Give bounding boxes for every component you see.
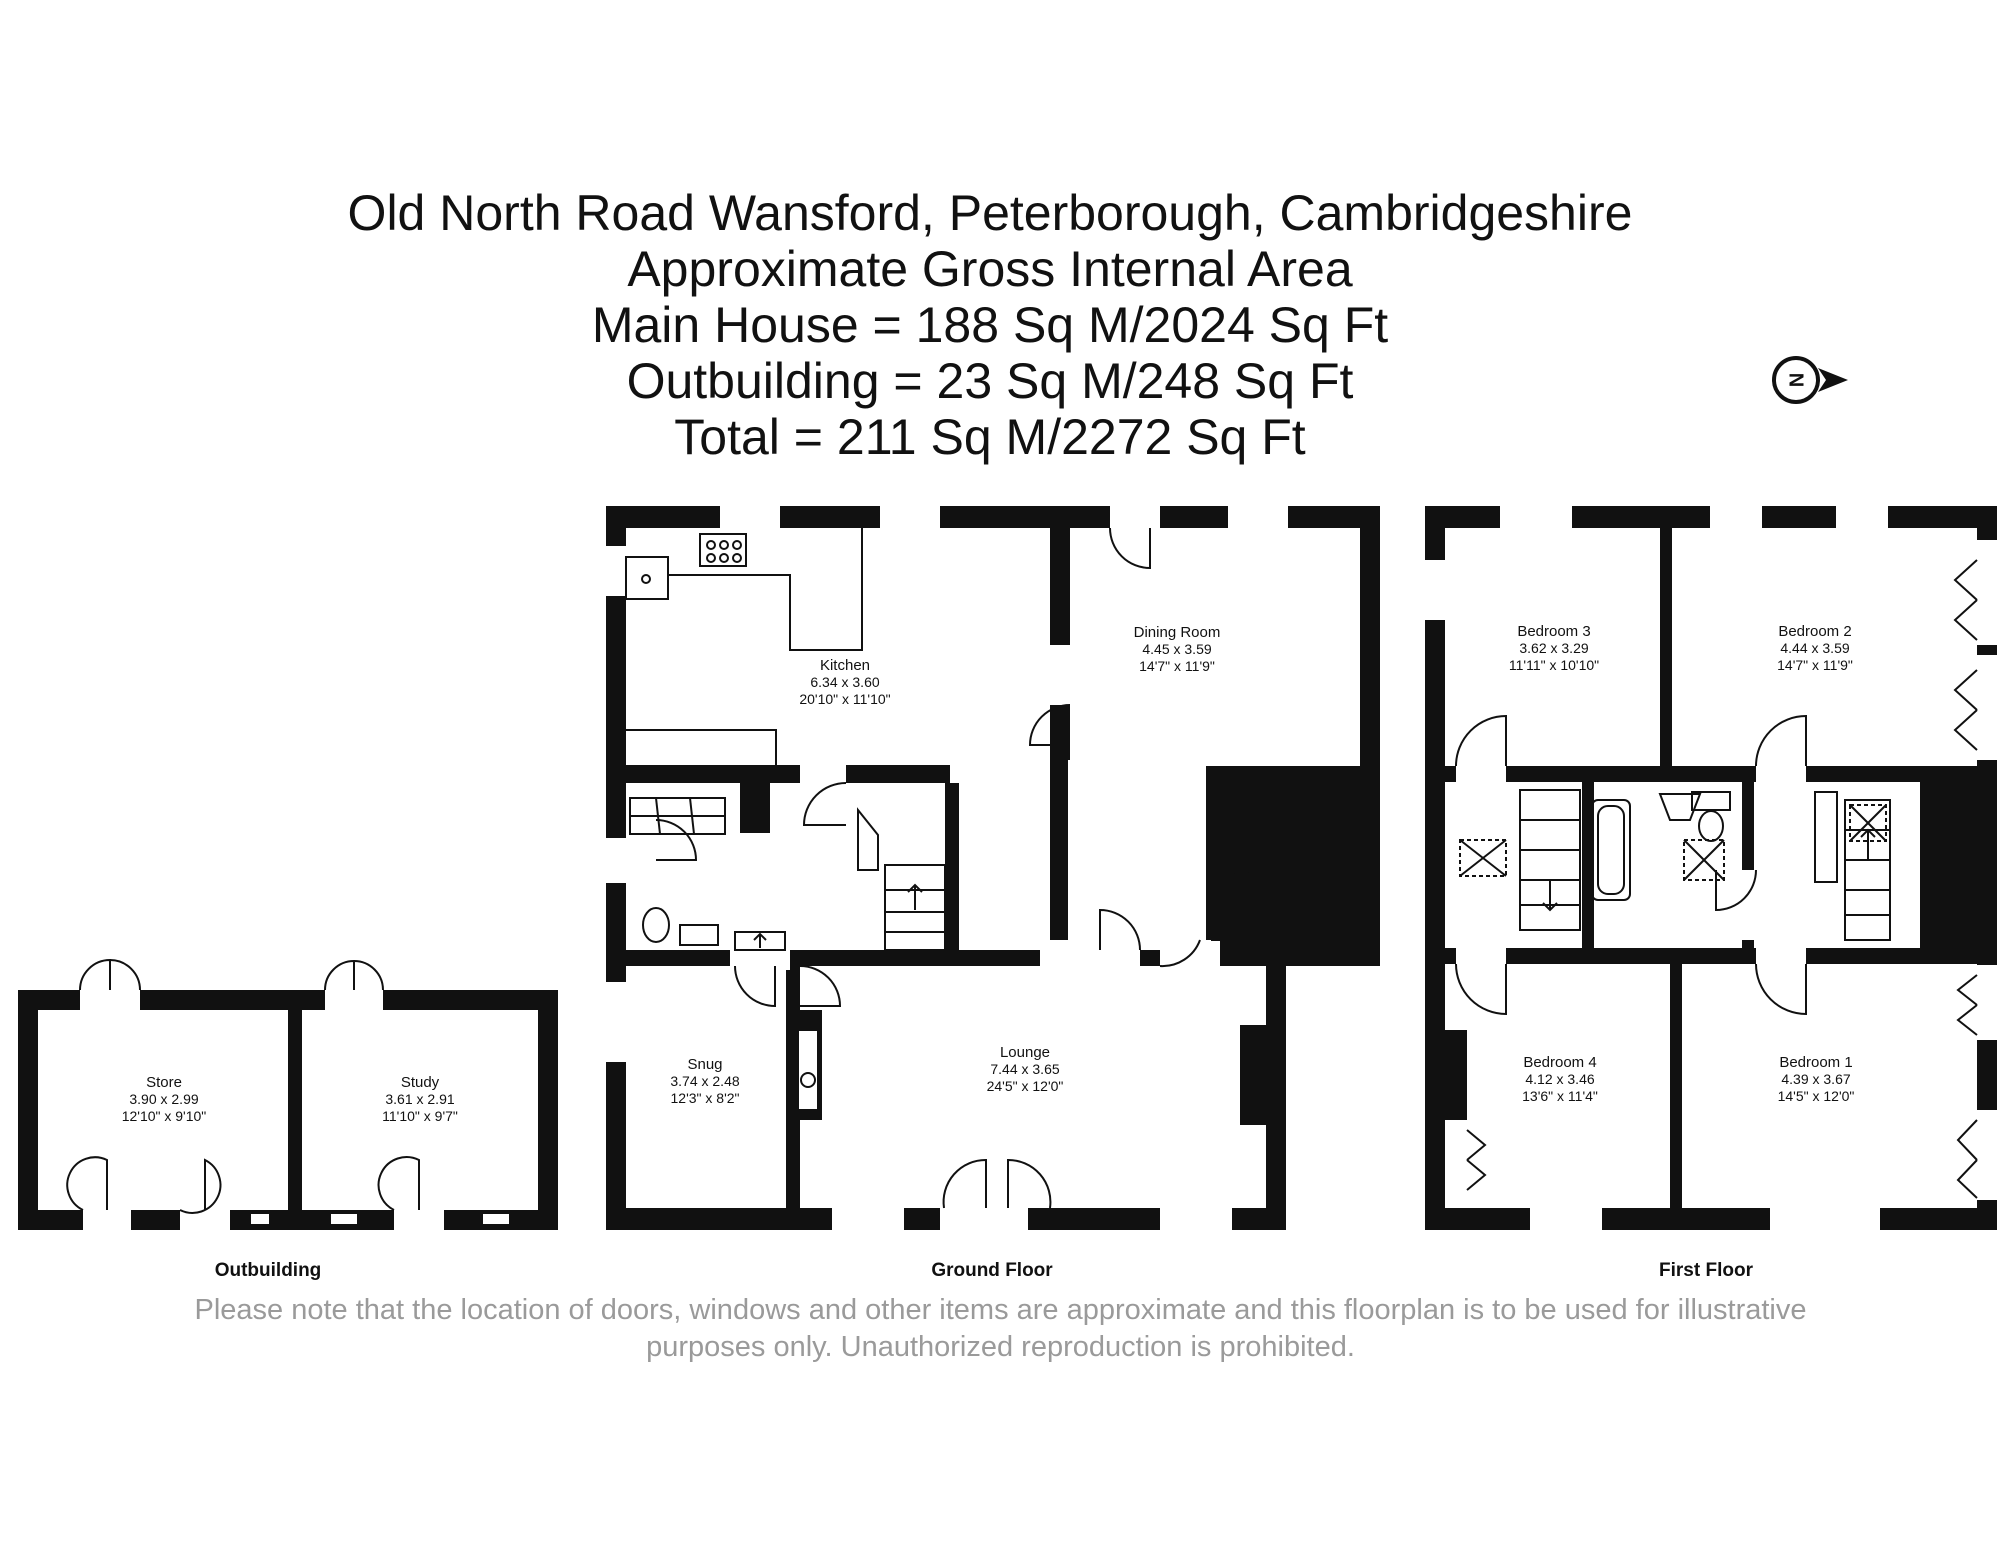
room-lounge-metric: 7.44 x 3.65 (990, 1061, 1059, 1077)
north-arrow-icon: N (1772, 356, 1848, 404)
room-bedroom3-metric: 3.62 x 3.29 (1519, 640, 1588, 656)
room-dining-imperial: 14'7" x 11'9" (1139, 658, 1215, 674)
ground-walls (606, 506, 1380, 1230)
compass-letter: N (1785, 373, 1807, 387)
room-bedroom1-imperial: 14'5" x 12'0" (1778, 1088, 1855, 1104)
main-house-area: Main House = 188 Sq M/2024 Sq Ft (591, 297, 1389, 353)
room-bedroom3-imperial: 11'11" x 10'10" (1509, 657, 1599, 673)
outbuilding-area: Outbuilding = 23 Sq M/248 Sq Ft (626, 353, 1354, 409)
first-fixtures (1455, 559, 1978, 1199)
property-address: Old North Road Wansford, Peterborough, C… (347, 185, 1633, 241)
room-store-metric: 3.90 x 2.99 (129, 1091, 198, 1107)
room-kitchen-name: Kitchen (820, 657, 870, 674)
walls (18, 990, 558, 1230)
title-block: Old North Road Wansford, Peterborough, C… (0, 185, 1980, 465)
room-store-name: Store (146, 1074, 182, 1091)
room-bedroom2-imperial: 14'7" x 11'9" (1777, 657, 1853, 673)
disclaimer-line-2: purposes only. Unauthorized reproduction… (646, 1331, 1355, 1363)
ground-floor-label: Ground Floor (931, 1260, 1053, 1281)
room-labels: Store 3.90 x 2.99 12'10" x 9'10" Study 3… (122, 623, 1855, 1124)
room-kitchen-imperial: 20'10" x 11'10" (799, 691, 890, 707)
outbuilding-label: Outbuilding (214, 1260, 322, 1281)
room-study-name: Study (401, 1074, 440, 1091)
room-kitchen-metric: 6.34 x 3.60 (810, 674, 879, 690)
room-snug-imperial: 12'3" x 8'2" (671, 1090, 740, 1106)
room-lounge-imperial: 24'5" x 12'0" (987, 1078, 1064, 1094)
room-bedroom2-name: Bedroom 2 (1778, 623, 1851, 640)
room-dining-name: Dining Room (1134, 624, 1221, 641)
first-walls (1425, 506, 1997, 1230)
room-snug-metric: 3.74 x 2.48 (670, 1073, 739, 1089)
room-lounge-name: Lounge (1000, 1044, 1050, 1061)
room-study-imperial: 11'10" x 9'7" (382, 1108, 458, 1124)
room-bedroom4-name: Bedroom 4 (1523, 1054, 1596, 1071)
room-bedroom1-metric: 4.39 x 3.67 (1781, 1071, 1850, 1087)
room-dining-metric: 4.45 x 3.59 (1142, 641, 1211, 657)
room-bedroom2-metric: 4.44 x 3.59 (1780, 640, 1849, 656)
room-bedroom4-imperial: 13'6" x 11'4" (1522, 1088, 1598, 1104)
room-store-imperial: 12'10" x 9'10" (122, 1108, 207, 1124)
ground-fixtures (625, 527, 1273, 1209)
outbuilding-doors (66, 958, 420, 1214)
room-snug-name: Snug (687, 1056, 722, 1073)
room-bedroom1-name: Bedroom 1 (1779, 1054, 1852, 1071)
total-area: Total = 211 Sq M/2272 Sq Ft (674, 409, 1306, 465)
room-study-metric: 3.61 x 2.91 (385, 1091, 454, 1107)
first-floor-label: First Floor (1659, 1260, 1753, 1281)
room-bedroom4-metric: 4.12 x 3.46 (1525, 1071, 1594, 1087)
disclaimer-line-1: Please note that the location of doors, … (194, 1294, 1807, 1326)
area-heading: Approximate Gross Internal Area (627, 241, 1353, 297)
room-bedroom3-name: Bedroom 3 (1517, 623, 1590, 640)
first-openings (1421, 502, 2001, 1234)
outbuilding-openings (80, 986, 511, 1234)
disclaimer: Please note that the location of doors, … (0, 1292, 2001, 1366)
